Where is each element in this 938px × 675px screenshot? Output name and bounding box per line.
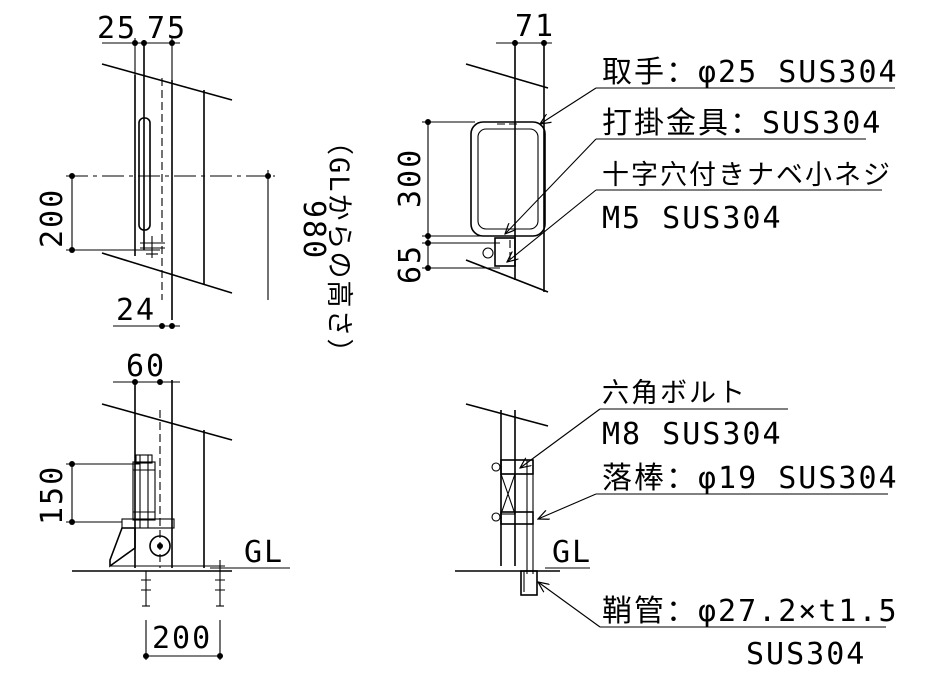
gl-label-right: GL [552, 535, 592, 570]
dim-60-label: 60 [126, 349, 166, 384]
dim-200-label: 200 [35, 188, 70, 248]
dim-980-label: 980 [296, 200, 331, 260]
callout-latch: 打掛金具：SUS304 [602, 106, 882, 141]
gl-height-note: （GLからの高さ） [323, 128, 354, 368]
dim-75-label: 75 [147, 11, 187, 46]
callout-handle: 取手：φ25 SUS304 [602, 55, 899, 90]
dim-300-label: 300 [393, 148, 428, 208]
bottom-left-view: GL 60 150 200 [35, 349, 290, 660]
dim-71-label: 71 [515, 9, 555, 44]
callout-screw-line1: 十字穴付きナベ小ネジ [602, 160, 892, 191]
dim-65-label: 65 [393, 244, 428, 284]
top-right-view: 71 300 65 取手：φ25 SUS304 打掛金具：SUS304 十字穴付… [393, 9, 899, 293]
callout-bolt-line1: 六角ボルト [602, 378, 747, 409]
dim-25-label: 25 [97, 11, 137, 46]
bottom-right-view: GL 六角ボルト M8 SUS304 落棒：φ19 SUS304 鞘管：φ27.… [455, 378, 899, 672]
dim-24-label: 24 [116, 293, 156, 328]
top-left-view: 25 75 200 980 （GLからの高さ） 24 [35, 11, 354, 368]
callout-sleeve-line1: 鞘管：φ27.2×t1.5 [602, 594, 899, 629]
callout-bolt-line2: M8 SUS304 [602, 417, 783, 452]
callout-sleeve-line2: SUS304 [746, 637, 866, 672]
callout-screw-line2: M5 SUS304 [602, 201, 783, 236]
callout-rod: 落棒：φ19 SUS304 [602, 461, 899, 496]
dim-150-label: 150 [35, 465, 70, 525]
gl-label-left: GL [244, 535, 284, 570]
dim-200-bottom-label: 200 [152, 621, 212, 656]
